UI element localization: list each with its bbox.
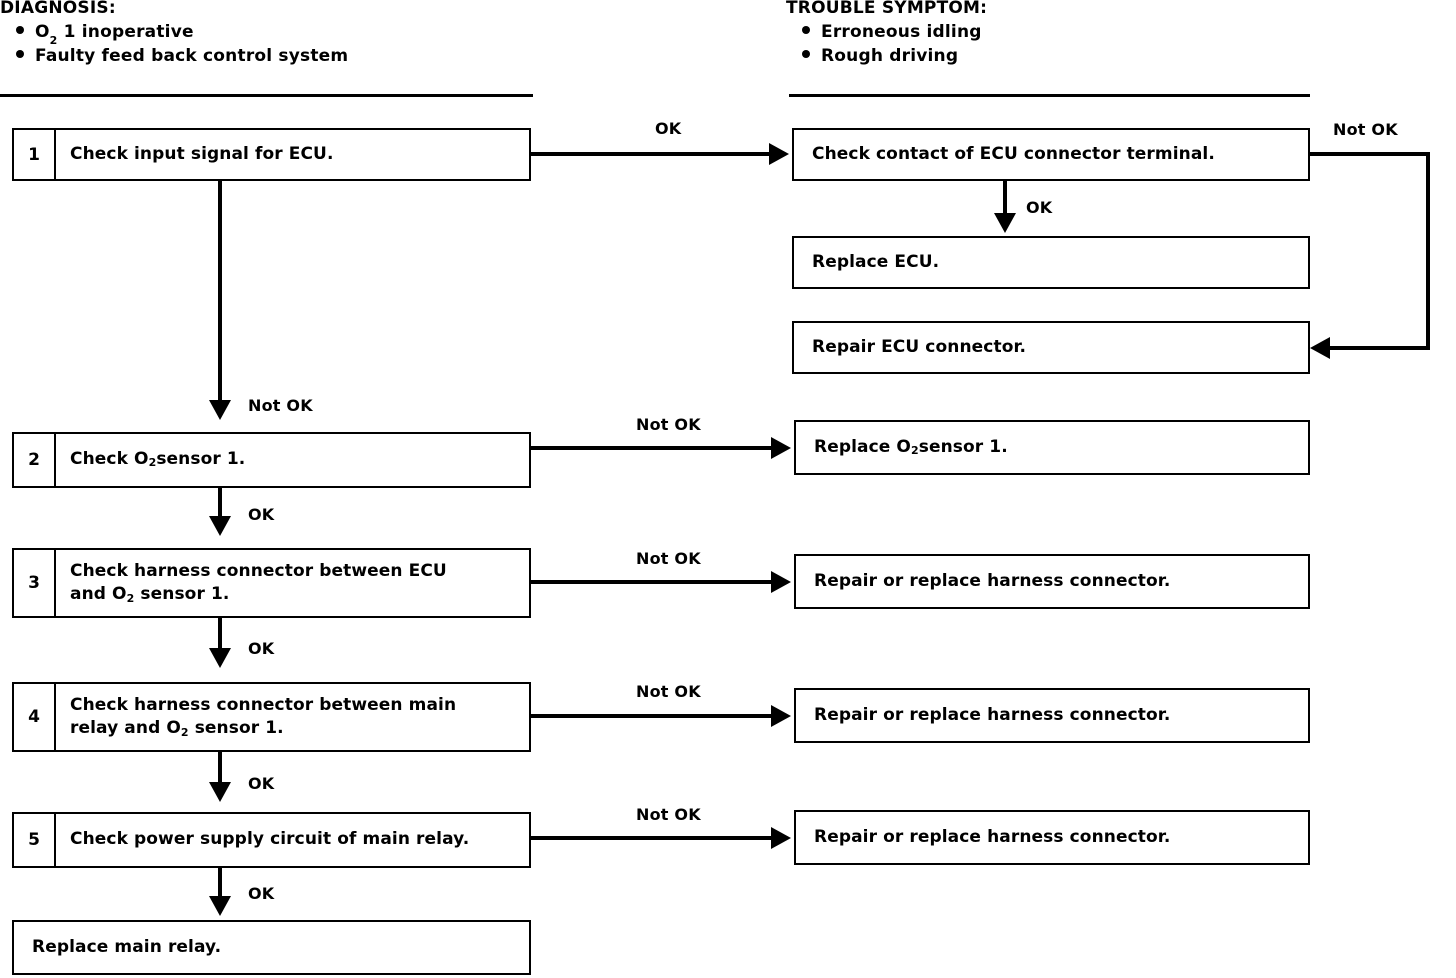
edge-label-check-contact-ok: OK [1026, 198, 1053, 217]
arrowhead-down-step2 [209, 516, 231, 536]
arrowhead-down-step3 [209, 648, 231, 668]
subscript-2: 2 [126, 592, 135, 605]
diagnosis-list-item: Faulty feed back control system [16, 46, 348, 70]
connector-step5-to-repair-harness [531, 836, 771, 840]
diagnosis-heading: DIAGNOSIS: [0, 0, 116, 18]
step-5-number: 5 [14, 814, 56, 866]
diagnosis-list-item: O2 1 inoperative [16, 22, 348, 48]
check-contact-box[interactable]: Check contact of ECU connector terminal. [792, 128, 1310, 181]
edge-label-step3-notok: Not OK [636, 549, 701, 568]
repair-ecu-connector-label: Repair ECU connector. [812, 336, 1027, 357]
divider-right [789, 94, 1310, 97]
step-5-label: Check power supply circuit of main relay… [70, 829, 470, 850]
connector-check-contact-to-replace-ecu [1003, 181, 1007, 216]
step-1-label: Check input signal for ECU. [70, 143, 334, 164]
arrowhead-down-step4 [209, 782, 231, 802]
repair-harness-connector-box-3[interactable]: Repair or replace harness connector. [794, 554, 1310, 609]
replace-main-relay-label: Replace main relay. [32, 936, 222, 957]
arrowhead-right-step2 [771, 437, 791, 459]
bullet-icon [16, 50, 24, 58]
edge-label-step5-ok: OK [248, 884, 275, 903]
arrowhead-down-step1 [209, 400, 231, 420]
connector-step4-to-repair-harness [531, 714, 771, 718]
edge-label-step5-notok: Not OK [636, 805, 701, 824]
symptom-item-0-label: Erroneous idling [821, 22, 982, 42]
diagnosis-item-1-label: Faulty feed back control system [35, 46, 349, 66]
check-contact-label: Check contact of ECU connector terminal. [812, 143, 1215, 164]
step-3-number: 3 [14, 550, 56, 616]
connector-notok-loop-top [1308, 152, 1430, 156]
arrowhead-down-check-contact [994, 213, 1016, 233]
repair-harness-connector-box-4[interactable]: Repair or replace harness connector. [794, 688, 1310, 743]
step-1-number: 1 [14, 130, 56, 179]
edge-label-step1-ok: OK [655, 119, 682, 138]
step-2-number: 2 [14, 434, 56, 486]
repair-harness-connector-label-3: Repair or replace harness connector. [814, 570, 1171, 591]
arrowhead-right-step1 [769, 143, 789, 165]
edge-label-step1-notok: Not OK [248, 396, 313, 415]
replace-ecu-label: Replace ECU. [812, 251, 940, 272]
connector-step2-to-replace-o2 [531, 446, 771, 450]
edge-label-step3-ok: OK [248, 639, 275, 658]
divider-left [0, 94, 533, 97]
arrowhead-right-step4 [771, 705, 791, 727]
repair-harness-connector-box-5[interactable]: Repair or replace harness connector. [794, 810, 1310, 865]
connector-step4-to-step5 [218, 752, 222, 784]
connector-step1-to-check-contact [531, 152, 769, 156]
connector-step1-to-step2 [218, 181, 222, 403]
connector-step2-to-step3 [218, 488, 222, 520]
subscript-2: 2 [910, 443, 919, 457]
symptom-list-item: Rough driving [802, 46, 982, 70]
subscript-2: 2 [180, 726, 189, 739]
diagnosis-item-0-label: O2 1 inoperative [35, 22, 194, 48]
step-5-box[interactable]: 5 Check power supply circuit of main rel… [12, 812, 531, 868]
connector-step5-to-replace-main-relay [218, 868, 222, 900]
diagnosis-list: O2 1 inoperative Faulty feed back contro… [16, 22, 348, 70]
step-1-box[interactable]: 1 Check input signal for ECU. [12, 128, 531, 181]
repair-harness-connector-label-4: Repair or replace harness connector. [814, 704, 1171, 725]
subscript-2: 2 [49, 34, 58, 48]
edge-label-step4-notok: Not OK [636, 682, 701, 701]
subscript-2: 2 [148, 456, 157, 470]
replace-main-relay-box[interactable]: Replace main relay. [12, 920, 531, 975]
edge-label-step2-notok: Not OK [636, 415, 701, 434]
repair-ecu-connector-box[interactable]: Repair ECU connector. [792, 321, 1310, 374]
edge-label-check-contact-notok: Not OK [1333, 120, 1398, 139]
connector-step3-to-step4 [218, 618, 222, 650]
step-4-number: 4 [14, 684, 56, 750]
bullet-icon [802, 50, 810, 58]
arrowhead-right-step5 [771, 827, 791, 849]
connector-notok-loop-bottom [1330, 346, 1430, 350]
arrowhead-left-repair-ecu-connector [1310, 337, 1330, 359]
arrowhead-right-step3 [771, 571, 791, 593]
bullet-icon [802, 26, 810, 34]
bullet-icon [16, 26, 24, 34]
connector-notok-loop-side [1426, 152, 1430, 348]
connector-step3-to-repair-harness [531, 580, 771, 584]
replace-ecu-box[interactable]: Replace ECU. [792, 236, 1310, 289]
symptom-item-1-label: Rough driving [821, 46, 959, 66]
trouble-symptom-list: Erroneous idling Rough driving [802, 22, 982, 70]
trouble-symptom-heading: TROUBLE SYMPTOM: [786, 0, 988, 18]
symptom-list-item: Erroneous idling [802, 22, 982, 46]
repair-harness-connector-label-5: Repair or replace harness connector. [814, 826, 1171, 847]
edge-label-step2-ok: OK [248, 505, 275, 524]
arrowhead-down-step5 [209, 896, 231, 916]
edge-label-step4-ok: OK [248, 774, 275, 793]
